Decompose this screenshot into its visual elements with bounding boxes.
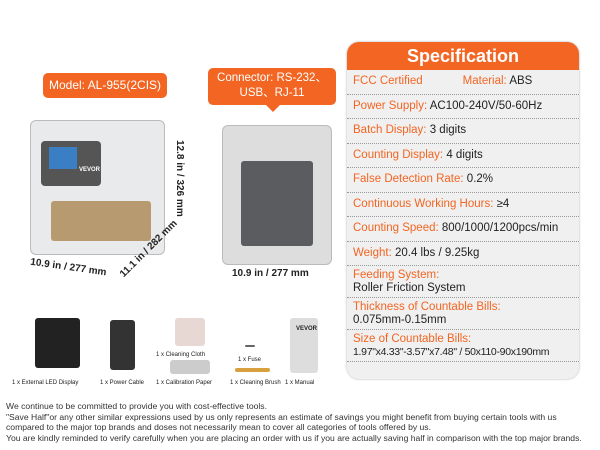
spec-row: Size of Countable Bills:1.97"x4.33"-3.57… xyxy=(347,330,579,362)
spec-key: Batch Display: xyxy=(353,124,427,136)
footer-disclaimer: We continue to be committed to provide y… xyxy=(6,401,582,443)
spec-value: ≥4 xyxy=(496,197,510,210)
height-dimension: 12.8 in / 326 mm xyxy=(174,140,185,217)
width-dimension-right: 10.9 in / 277 mm xyxy=(232,268,309,279)
spec-value: AC100-240V/50-60Hz xyxy=(429,99,543,112)
spec-value: Roller Friction System xyxy=(353,282,466,294)
spec-key: Continuous Working Hours: xyxy=(353,197,494,210)
accessory-label: 1 x Fuse xyxy=(238,357,262,363)
accessory-image xyxy=(235,368,270,372)
spec-value: 1.97"x4.33"-3.57"x7.48" / 50x110-90x190m… xyxy=(353,346,550,358)
footer-line: "Save Half"or any other similar expressi… xyxy=(6,411,557,422)
spec-title: Specification xyxy=(347,42,579,70)
accessory-image xyxy=(110,320,135,370)
spec-key: Weight: xyxy=(353,246,392,259)
accessory-label: 1 x Cleaning Brush xyxy=(230,380,281,386)
material-value: ABS xyxy=(509,75,533,87)
accessory-label: 1 x Cleaning Cloth xyxy=(156,352,206,358)
spec-key: Power Supply: xyxy=(353,99,428,112)
spec-row: Counting Display: 4 digits xyxy=(347,144,579,168)
spec-row: Feeding System:Roller Friction System xyxy=(347,266,579,298)
accessory-image xyxy=(170,360,210,374)
machine-back-image xyxy=(222,125,332,265)
spec-value: 4 digits xyxy=(446,148,483,161)
spec-value: 20.4 lbs / 9.25kg xyxy=(394,246,480,259)
spec-row: Power Supply: AC100-240V/50-60Hz xyxy=(347,95,579,119)
spec-row: Thickness of Countable Bills:0.075mm-0.1… xyxy=(347,298,579,330)
specification-panel: Specification FCC Certified Material: ABS… xyxy=(347,42,579,379)
connector-line-2: USB、RJ-11 xyxy=(239,87,305,99)
spec-value: 3 digits xyxy=(429,124,467,136)
brand-logo-machine: VEVOR xyxy=(79,167,101,173)
spec-key: Thickness of Countable Bills: xyxy=(353,301,501,313)
spec-row: Counting Speed: 800/1000/1200pcs/min xyxy=(347,217,579,242)
connector-line-1: Connector: RS-232、 xyxy=(217,72,327,84)
spec-key: Feeding System: xyxy=(353,269,440,281)
spec-key: Counting Display: xyxy=(353,148,444,161)
footer-line: We continue to be committed to provide y… xyxy=(6,401,267,411)
connector-label: Connector: RS-232、 USB、RJ-11 xyxy=(208,68,336,112)
footer-line: compared to the major top brands and dos… xyxy=(6,422,431,432)
spec-key: Size of Countable Bills: xyxy=(353,333,472,345)
spec-row: Weight: 20.4 lbs / 9.25kg xyxy=(347,242,579,266)
accessory-image: VEVOR xyxy=(290,318,318,373)
spec-row-fcc: FCC Certified Material: ABS xyxy=(347,70,579,95)
material-key: Material: xyxy=(462,75,507,87)
spec-value: 0.075mm-0.15mm xyxy=(353,314,447,326)
accessory-image xyxy=(245,345,255,347)
width-dimension-left: 10.9 in / 277 mm xyxy=(29,256,108,279)
footer-line: You are kindly reminded to verify carefu… xyxy=(6,432,582,443)
accessory-label: 1 x Manual xyxy=(285,380,315,386)
accessory-label: 1 x Power Cable xyxy=(100,380,145,386)
accessory-image xyxy=(175,318,205,346)
spec-value: 800/1000/1200pcs/min xyxy=(441,222,559,234)
accessory-label: 1 x External LED Display xyxy=(12,380,79,386)
spec-key: False Detection Rate: xyxy=(353,173,464,185)
model-label: Model: AL-955(2CIS) xyxy=(43,73,167,98)
machine-front-image: VEVOR xyxy=(30,120,165,255)
spec-row: Continuous Working Hours: ≥4 xyxy=(347,193,579,217)
accessory-image xyxy=(35,318,80,368)
brand-logo-manual: VEVOR xyxy=(296,326,318,332)
spec-key: Counting Speed: xyxy=(353,222,439,234)
spec-row: Batch Display: 3 digits xyxy=(347,119,579,144)
fcc-label: FCC Certified xyxy=(353,75,423,87)
accessory-label: 1 x Calibration Paper xyxy=(156,380,213,386)
spec-row: False Detection Rate: 0.2% xyxy=(347,168,579,193)
spec-value: 0.2% xyxy=(466,173,494,185)
